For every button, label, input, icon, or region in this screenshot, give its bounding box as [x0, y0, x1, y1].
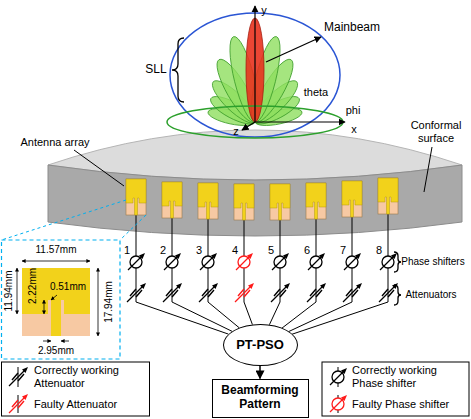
- part-label: Conformal surface: [404, 119, 468, 144]
- callout-number: 4: [232, 244, 238, 257]
- callout-number: 2: [160, 244, 166, 257]
- phase-shifter-symbol: [128, 253, 145, 270]
- dimension-line: [17, 268, 18, 314]
- beam-label: Mainbeam: [324, 21, 380, 35]
- faulty-attenuator-symbol: [235, 283, 254, 302]
- attenuator-symbol: [9, 367, 28, 386]
- callout-number: 8: [376, 244, 382, 257]
- dimension: 17.94mm: [103, 281, 115, 323]
- faulty-phase-shifter-symbol: [330, 395, 347, 412]
- phase-shifter-symbol: [330, 368, 347, 385]
- antenna-patch: [162, 182, 182, 218]
- beam-label: SLL: [145, 63, 166, 77]
- faulty-phase-shifter-symbol: [236, 253, 253, 270]
- phase-shifter-symbol: [272, 253, 289, 270]
- legend-frame: [2, 362, 150, 416]
- legend-entry: Faulty Phase shifter: [352, 398, 452, 411]
- faulty-attenuator-symbol: [9, 394, 28, 413]
- x-axis: [255, 121, 345, 122]
- dimension-line: [22, 261, 90, 262]
- zoom-line: [2, 200, 127, 240]
- attenuator-symbol: [199, 283, 218, 302]
- phase-shifter-symbol: [200, 253, 217, 270]
- phase-shifter-symbol: [380, 253, 397, 270]
- phase-shifter-symbol: [344, 253, 361, 270]
- wire: [208, 219, 239, 328]
- dimension-line: [43, 341, 51, 342]
- wires: [136, 214, 388, 334]
- antenna-patch: [378, 178, 398, 214]
- attenuator-symbol: [127, 283, 146, 302]
- dimension-line: [51, 295, 57, 300]
- angle-label: theta: [304, 86, 328, 99]
- legend-entry: Faulty Attenuator: [34, 398, 134, 411]
- axis-label: x: [351, 123, 357, 136]
- leader-line: [424, 147, 432, 192]
- legend-entry: Correctly working Phase shifter: [352, 364, 452, 389]
- brace: [172, 38, 184, 102]
- callout-number: 5: [268, 244, 274, 257]
- attenuator-symbol: [163, 283, 182, 302]
- dimension-lines: [17, 261, 98, 341]
- attenuator-symbol: [379, 283, 398, 302]
- inset-frame: [2, 240, 121, 359]
- dimension: 2.22mm: [27, 268, 39, 304]
- output-box: Beamforming Pattern: [212, 379, 309, 418]
- connector-arrow: [259, 366, 261, 379]
- axis-label: z: [233, 125, 239, 138]
- antenna-patch: [270, 184, 290, 220]
- leader-line: [74, 150, 124, 186]
- antenna-patch: [234, 184, 254, 220]
- y-axis: [254, 6, 255, 122]
- leader-line: [266, 37, 321, 62]
- dimension: 0.51mm: [50, 281, 86, 293]
- attenuator-symbol: [271, 283, 290, 302]
- brace: [394, 285, 401, 305]
- angle-label: phi: [346, 104, 361, 117]
- callout-number: 6: [304, 244, 310, 257]
- legend-text: Correctly working Attenuator: [34, 364, 119, 389]
- antenna-patch: [198, 183, 218, 219]
- group-label: Attenuators: [405, 289, 456, 301]
- legend-text: Faulty Attenuator: [34, 398, 117, 410]
- phase-shifter-symbol: [164, 253, 181, 270]
- dimension-line: [98, 268, 99, 336]
- antenna-patch: [126, 179, 146, 215]
- legend-frame: [322, 362, 469, 416]
- brace: [394, 252, 401, 272]
- node-text: Beamforming Pattern: [219, 384, 301, 412]
- z-axis: [242, 122, 255, 130]
- wire: [269, 220, 280, 325]
- attenuator-symbol: [307, 283, 326, 302]
- zoom-line: [120, 215, 146, 240]
- axis-label: y: [261, 4, 267, 17]
- wire: [282, 219, 316, 328]
- callout-number: 3: [196, 244, 202, 257]
- wire: [244, 220, 252, 325]
- legend-text: Correctly working Phase shifter: [352, 364, 437, 389]
- callout-number: 7: [340, 244, 346, 257]
- patch-metal: [22, 268, 90, 336]
- substrate: [22, 268, 90, 336]
- dimension-line: [44, 300, 45, 314]
- node-text: PT-PSO: [236, 338, 284, 353]
- dimension: 11.57mm: [36, 244, 77, 256]
- legend-entry: Correctly working Attenuator: [34, 364, 134, 389]
- antenna-patch: [342, 181, 362, 217]
- group-label: Phase shifters: [401, 256, 464, 268]
- wire: [292, 214, 388, 334]
- dimension: 2.95mm: [38, 345, 74, 357]
- wire: [136, 215, 228, 334]
- callout-number: 1: [124, 244, 130, 257]
- optimizer-ellipse: PT-PSO: [223, 324, 298, 366]
- wire: [289, 217, 352, 332]
- antenna-patch: [306, 183, 326, 219]
- legend-text: Faulty Phase shifter: [352, 398, 449, 410]
- phase-shifter-symbol: [308, 253, 325, 270]
- part-label: Antenna array: [20, 136, 89, 149]
- dimension: 11.94mm: [3, 271, 15, 312]
- attenuator-symbol: [343, 283, 362, 302]
- dimension-line: [61, 341, 69, 342]
